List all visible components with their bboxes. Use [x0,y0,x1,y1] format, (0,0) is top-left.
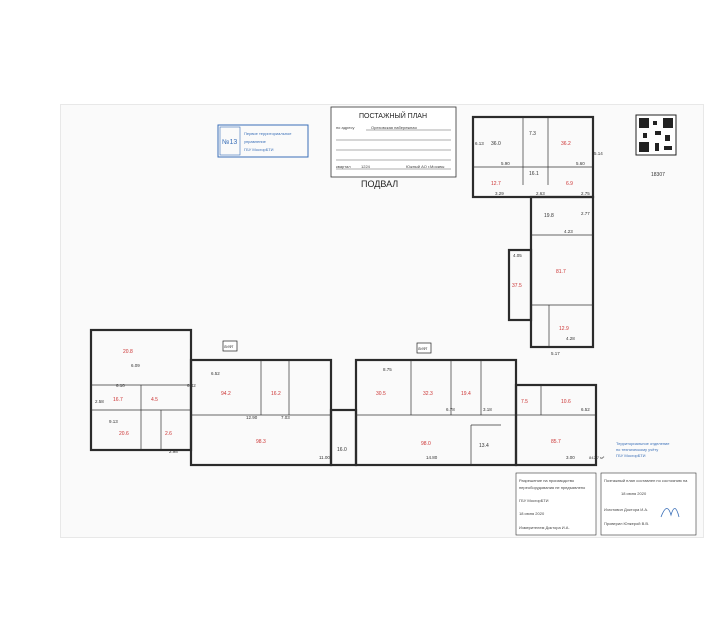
svg-text:ГБУ МосгорБТИ: ГБУ МосгорБТИ [244,147,274,152]
lift-markers: ЛИФТ ЛИФТ [222,340,432,354]
svg-text:8.75: 8.75 [383,367,392,372]
room-15: 85.7 [551,439,561,445]
signature-mark [660,508,680,518]
upper-wing [471,115,595,349]
floor-label: ПОДВАЛ [361,179,398,189]
svg-text:Разрешение на производство: Разрешение на производство [519,478,575,483]
room-12: 19.4 [461,391,471,397]
svg-text:6.42: 6.42 [187,383,196,388]
svg-text:2.77: 2.77 [581,211,590,216]
plan-title: ПОСТАЖНЫЙ ПЛАН [359,111,427,120]
blue-stamp-right: Территориальное отделение по техническом… [616,441,670,458]
svg-text:Изготовил Доктора И.А.: Изготовил Доктора И.А. [604,507,648,512]
svg-text:4.28: 4.28 [566,336,575,341]
svg-text:4.23: 4.23 [564,229,573,234]
room-11: 32.3 [423,391,433,397]
svg-text:6.10: 6.10 [116,383,125,388]
svg-text:управление: управление [244,139,267,144]
footer-right-box: Поэтажный план составлен по состоянию на… [600,472,697,536]
svg-text:Измерителем Доктора И.А.: Измерителем Доктора И.А. [519,525,570,530]
room-16: 7.5 [521,399,528,405]
room-1: 20.8 [123,349,133,355]
quarter-number: 1224 [361,164,371,169]
floor-plan-drawing: ПОСТАЖНЫЙ ПЛАН по адресу Ореховская набе… [89,106,697,536]
room-9: 16.0 [337,447,347,453]
room-2: 16.7 [113,397,123,403]
svg-text:3.18: 3.18 [483,407,492,412]
room-21: 12.9 [559,326,569,332]
room-7: 16.2 [271,391,281,397]
svg-text:6.09: 6.09 [131,363,140,368]
stamp-number: №13 [222,139,237,146]
room-8: 98.3 [256,439,266,445]
floor-plan-sheet: ПОСТАЖНЫЙ ПЛАН по адресу Ореховская набе… [60,104,704,538]
street-name: Ореховская набережная [371,125,417,130]
room-10: 30.5 [376,391,386,397]
svg-text:по адресу: по адресу [336,125,355,130]
svg-text:5.17: 5.17 [551,351,560,356]
room-4: 20.6 [119,431,129,437]
svg-text:7.03: 7.03 [281,415,290,420]
svg-text:14.80: 14.80 [426,455,438,460]
svg-text:3.00: 3.00 [566,455,575,460]
room-13: 98.0 [421,441,431,447]
svg-text:11.00: 11.00 [319,455,330,460]
blue-stamp-top: №13 Первое территориальное управление ГБ… [217,124,309,158]
svg-text:ГБУ МосгорБТИ: ГБУ МосгорБТИ [616,453,646,458]
qr-code [635,114,677,156]
room-25: 12.7 [491,181,501,187]
svg-text:5.14: 5.14 [594,151,603,156]
svg-text:переоборудования не предъявлен: переоборудования не предъявлено [519,485,586,490]
svg-text:Территориальное отделение: Территориальное отделение [616,441,670,446]
title-block: ПОСТАЖНЫЙ ПЛАН по адресу Ореховская набе… [330,106,457,178]
room-labels: 20.8 16.7 4.5 20.6 2.6 94.2 16.2 98.3 16… [113,131,573,453]
svg-text:5.60: 5.60 [576,161,585,166]
room-22: 36.2 [561,141,571,147]
svg-text:ГБУ МосгорБТИ: ГБУ МосгорБТИ [519,498,549,503]
svg-text:2.63: 2.63 [536,191,545,196]
room-3: 4.5 [151,397,158,403]
lift-label-1: ЛИФТ [224,345,234,349]
svg-text:2.98: 2.98 [169,449,178,454]
svg-text:6.52: 6.52 [211,371,220,376]
svg-text:по техническому учёту: по техническому учёту [616,447,658,452]
svg-text:9.13: 9.13 [109,419,118,424]
svg-text:квартал: квартал [336,164,351,169]
svg-text:Проверил Юнкерой В.В.: Проверил Юнкерой В.В. [604,521,649,526]
svg-text:2.58: 2.58 [95,399,104,404]
room-5: 2.6 [165,431,172,437]
svg-text:6.52: 6.52 [581,407,590,412]
district-name: Южный АО г.Москвы [406,164,445,169]
room-23: 7.3 [529,131,536,137]
room-6: 94.2 [221,391,231,397]
room-27: 6.9 [566,181,573,187]
svg-text:3.29: 3.29 [495,191,504,196]
svg-text:Поэтажный план составлен по со: Поэтажный план составлен по состоянию на [604,478,688,483]
total-area: 842,7 м² [589,455,605,460]
svg-text:4.05: 4.05 [513,253,522,258]
footer-left-box: Разрешение на производство переоборудова… [515,472,597,536]
room-19: 81.7 [556,269,566,275]
svg-text:Первое территориальное: Первое территориальное [244,131,292,136]
svg-text:18 июня 2020: 18 июня 2020 [621,491,647,496]
svg-text:2.75: 2.75 [581,191,590,196]
svg-text:5.90: 5.90 [501,161,510,166]
svg-text:6.78: 6.78 [446,407,455,412]
room-18: 37.5 [512,283,522,289]
room-26: 36.0 [491,141,501,147]
lift-label-2: ЛИФТ [418,347,428,351]
svg-text:18 июня 2020: 18 июня 2020 [519,511,545,516]
svg-text:12.90: 12.90 [246,415,258,420]
svg-text:6.13: 6.13 [475,141,484,146]
dimension-labels: 6.09 6.10 2.58 9.13 2.98 12.90 7.03 6.52… [95,141,603,460]
main-body [89,328,598,467]
room-17: 10.6 [561,399,571,405]
plan-number: 18307 [651,172,665,178]
room-14: 13.4 [479,443,489,449]
room-20: 19.8 [544,213,554,219]
room-24: 16.1 [529,171,539,177]
